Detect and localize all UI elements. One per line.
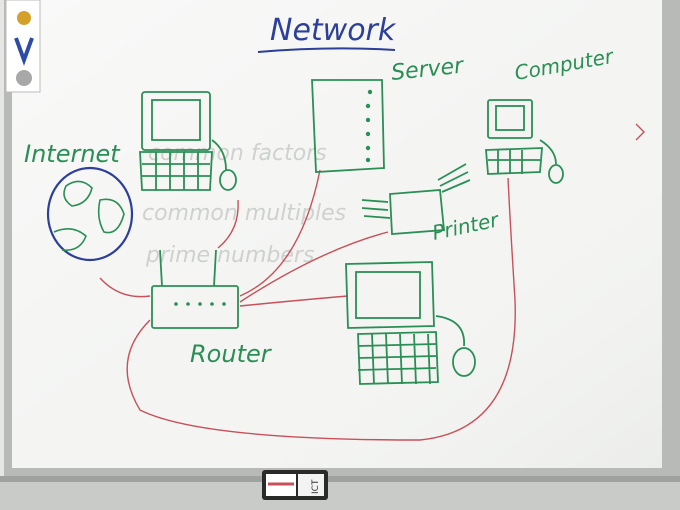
computer-icon <box>139 91 237 191</box>
arrow-mark <box>635 123 645 141</box>
silver-medal-icon <box>16 70 32 86</box>
server-icon <box>311 79 385 173</box>
cable-router-pc1 <box>217 199 239 249</box>
ghost-line: common factors <box>148 141 327 166</box>
cable-router-pc3 <box>239 295 349 307</box>
gold-medal-icon <box>17 11 31 25</box>
computer-icon <box>485 99 564 184</box>
router-label: Router <box>190 340 273 368</box>
cable-router-computer <box>126 177 516 441</box>
cable-router-printer <box>239 231 389 303</box>
whiteboard-eraser[interactable]: ICT <box>262 470 328 500</box>
printer-icon <box>361 163 471 235</box>
cable-internet-router <box>99 277 151 298</box>
computer-icon <box>345 261 476 385</box>
ghost-line: prime numbers <box>145 243 314 268</box>
ghost-text: common factors common multiples prime nu… <box>142 141 346 268</box>
cable-router-server <box>239 169 321 297</box>
router-icon <box>151 249 239 329</box>
whiteboard <box>4 0 680 478</box>
board-title: Network <box>270 13 397 48</box>
network-cables <box>99 123 645 441</box>
eraser-label: ICT <box>311 479 321 494</box>
globe-icon <box>46 166 134 262</box>
medal-decoration <box>5 0 41 93</box>
marker-tray <box>0 478 680 510</box>
ghost-line: common multiples <box>142 201 346 226</box>
internet-label: Internet <box>24 140 121 168</box>
title-underline <box>257 47 396 53</box>
